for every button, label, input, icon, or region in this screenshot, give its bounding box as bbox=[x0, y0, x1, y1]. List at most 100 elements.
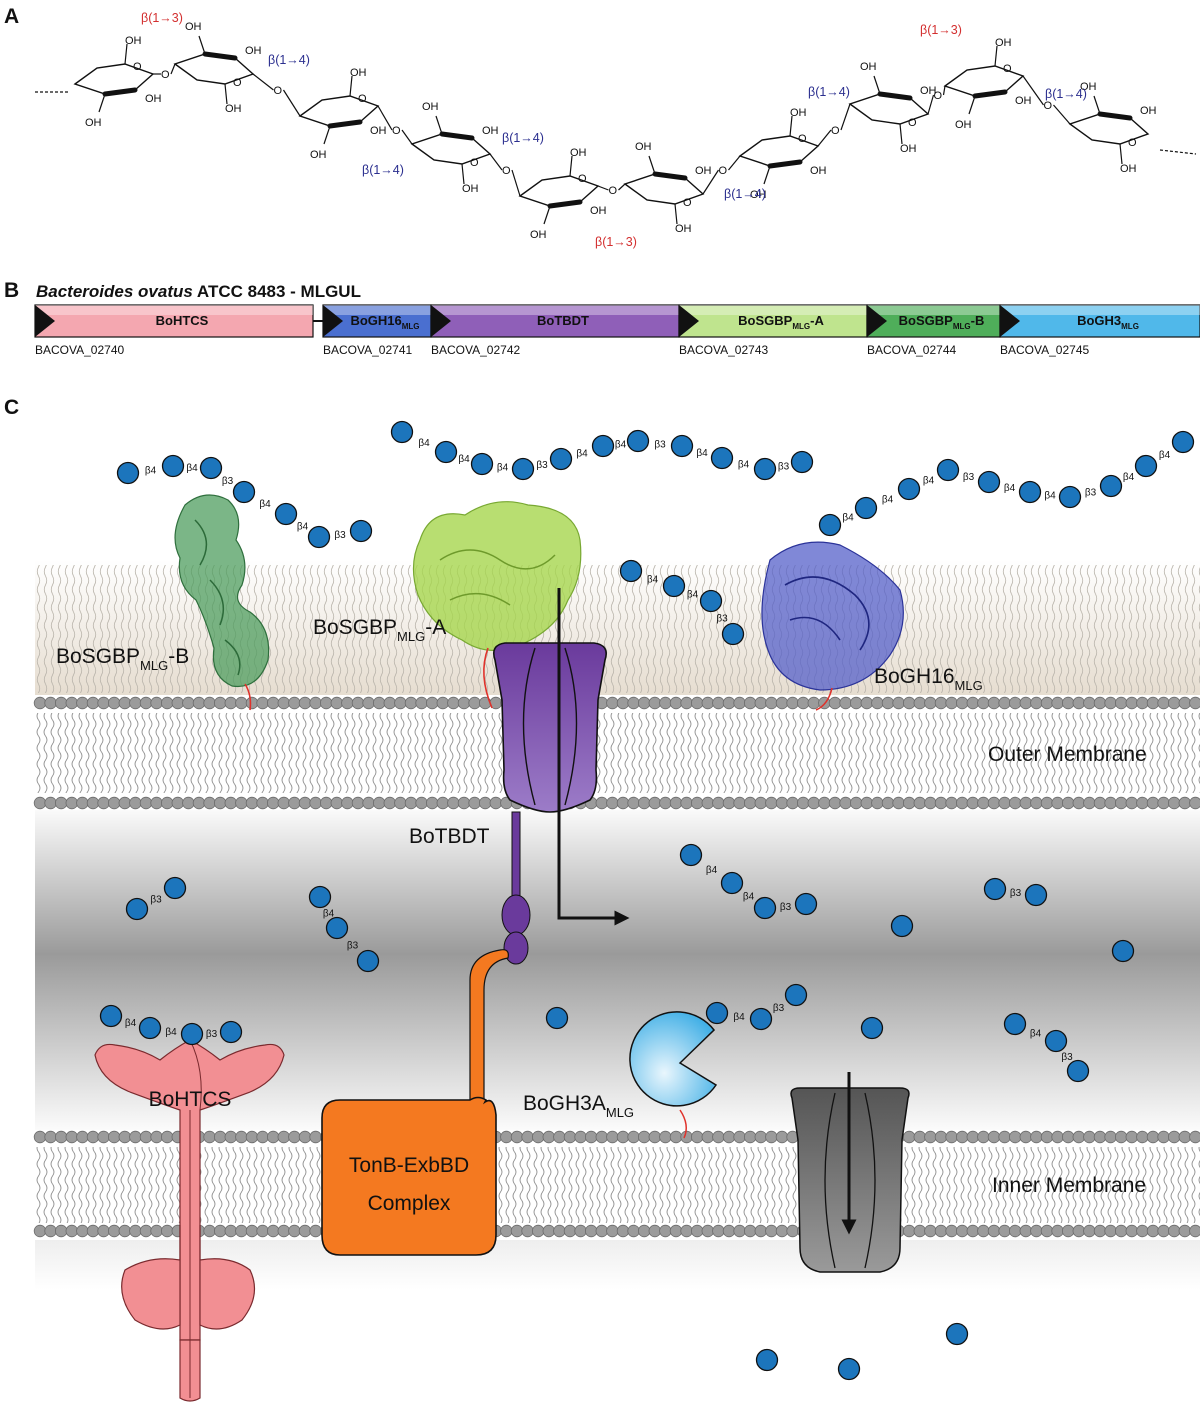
glucose-unit bbox=[1134, 454, 1158, 478]
lipid-head bbox=[722, 696, 736, 710]
bond-label: β4 bbox=[696, 448, 708, 459]
lipid-head bbox=[627, 1130, 640, 1144]
lipid-head bbox=[160, 696, 174, 710]
lipid-head bbox=[288, 696, 301, 710]
gh3a-enzyme bbox=[629, 1011, 718, 1139]
lipid-head bbox=[341, 796, 354, 810]
lipid-head bbox=[680, 1224, 693, 1238]
lipid-head bbox=[245, 796, 259, 810]
lipid-head bbox=[638, 796, 651, 810]
lipid-head bbox=[150, 696, 163, 710]
lipid-head bbox=[107, 796, 121, 810]
lipid-head bbox=[744, 1224, 757, 1238]
svg-text:OH: OH bbox=[790, 107, 807, 119]
glucose-unit bbox=[1171, 430, 1195, 454]
bond-label: β3 bbox=[1061, 1052, 1073, 1063]
svg-text:OH: OH bbox=[570, 147, 587, 159]
lipid-head bbox=[913, 796, 927, 810]
glucose-unit bbox=[125, 897, 149, 921]
lipid-head bbox=[521, 1130, 534, 1144]
lipid-head bbox=[267, 796, 280, 810]
glucose-unit bbox=[161, 454, 185, 478]
lipid-head bbox=[1157, 696, 1170, 710]
sgbp-b-protein bbox=[174, 494, 270, 688]
svg-text:OH: OH bbox=[145, 93, 162, 105]
lipid-head bbox=[309, 1224, 322, 1238]
lipid-head bbox=[669, 696, 683, 710]
lipid-head bbox=[669, 1130, 683, 1144]
lipid-head bbox=[457, 696, 471, 710]
lipid-head bbox=[1146, 1130, 1160, 1144]
lipid-head bbox=[118, 1224, 132, 1238]
tbdt-barrel bbox=[492, 642, 607, 813]
bond-label: β3 bbox=[963, 472, 975, 483]
lipid-head bbox=[754, 796, 768, 810]
lipid-head bbox=[701, 1224, 715, 1238]
glucose-unit bbox=[860, 1016, 884, 1040]
lipid-head bbox=[924, 696, 937, 710]
lipid-head bbox=[1136, 1130, 1149, 1144]
lipid-head bbox=[235, 1224, 248, 1238]
lipid-head bbox=[1093, 696, 1107, 710]
lipid-head bbox=[44, 1130, 57, 1144]
lipid-head bbox=[542, 1130, 556, 1144]
bond-label: β4 bbox=[165, 1027, 177, 1038]
gene-arrow-icon bbox=[867, 305, 887, 337]
svg-text:O: O bbox=[133, 61, 142, 73]
svg-text:OH: OH bbox=[675, 223, 692, 235]
lipid-head bbox=[213, 696, 227, 710]
lipid-head bbox=[616, 796, 630, 810]
lipid-head bbox=[987, 796, 1001, 810]
lipid-head bbox=[786, 696, 799, 710]
lipid-head bbox=[977, 1130, 990, 1144]
lipid-head bbox=[192, 696, 206, 710]
lipid-head bbox=[1051, 1224, 1064, 1238]
lipid-head bbox=[1104, 696, 1117, 710]
gene-arrow-icon bbox=[35, 305, 55, 337]
lipid-head bbox=[55, 696, 68, 710]
lipid-head bbox=[320, 796, 333, 810]
glucose-unit bbox=[138, 1016, 162, 1040]
lipid-head bbox=[616, 1224, 630, 1238]
lipid-head bbox=[903, 1130, 916, 1144]
lipid-head bbox=[213, 1130, 227, 1144]
svg-text:O: O bbox=[161, 69, 170, 81]
lipid-head bbox=[1189, 696, 1200, 710]
lipid-head bbox=[786, 796, 799, 810]
svg-text:OH: OH bbox=[955, 119, 972, 131]
bond-label: β4 bbox=[733, 1012, 745, 1023]
lipid-head bbox=[298, 796, 312, 810]
lipid-head bbox=[394, 696, 407, 710]
lipid-head bbox=[1157, 1224, 1170, 1238]
svg-text:OH: OH bbox=[635, 141, 652, 153]
glucose-unit bbox=[232, 480, 256, 504]
lipid-head bbox=[309, 696, 322, 710]
lipid-head bbox=[797, 696, 810, 710]
lipid-head bbox=[1093, 1130, 1107, 1144]
bond-label: β4 bbox=[923, 476, 935, 487]
lipid-head bbox=[1019, 796, 1033, 810]
lipid-head bbox=[373, 796, 386, 810]
lipid-head bbox=[648, 1224, 662, 1238]
bond-label: β4 bbox=[1159, 450, 1171, 461]
lipid-head bbox=[807, 796, 821, 810]
gene-name: BoGH16MLG bbox=[350, 313, 419, 331]
bond-label: β4 bbox=[576, 449, 588, 460]
lipid-head bbox=[934, 1130, 948, 1144]
locus-tag: BACOVA_02741 bbox=[323, 343, 412, 357]
glucose-unit bbox=[1024, 883, 1048, 907]
htcs-sensor: BoHTCS bbox=[94, 1039, 285, 1402]
lipid-head bbox=[1146, 696, 1160, 710]
lipid-head bbox=[532, 1130, 545, 1144]
svg-text:OH: OH bbox=[125, 35, 142, 47]
bond-label: β4 bbox=[1030, 1029, 1042, 1040]
bond-label: β4 bbox=[458, 454, 470, 465]
lipid-head bbox=[934, 1224, 948, 1238]
